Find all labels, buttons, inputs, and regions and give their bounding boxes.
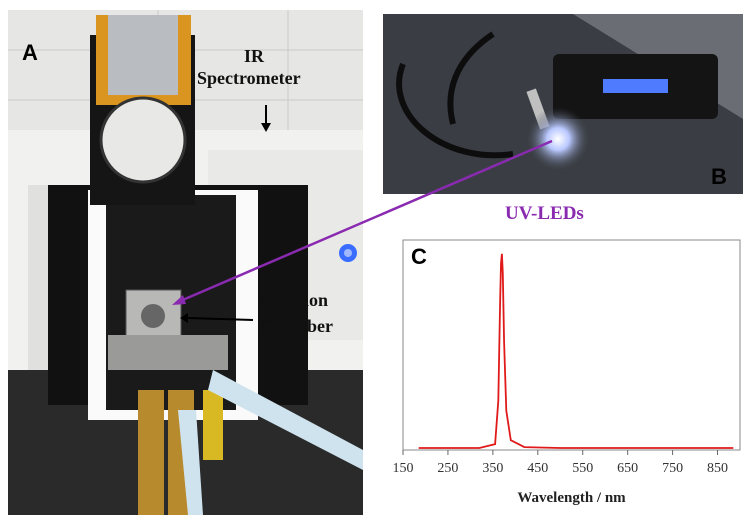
ir-label-line2: Spectrometer (197, 68, 301, 88)
spectrum-line (418, 253, 734, 449)
spectrometer-photo: A IR Spectrometer Reaction Chamber (8, 10, 363, 515)
x-tick-label: 250 (437, 461, 458, 476)
uv-leds-label: UV-LEDs (505, 203, 584, 224)
uv-led-photo: B (383, 14, 743, 194)
plot-frame (402, 239, 741, 451)
x-axis-label: Wavelength / nm (517, 490, 626, 506)
spectrum-chart: 150 250 350 450 550 650 750 850 Wavelength / nm (393, 239, 741, 506)
ir-label-line1: IR (244, 46, 265, 66)
x-tick-label: 150 (393, 461, 414, 476)
x-tick-label: 550 (572, 461, 593, 476)
x-ticks: 150 250 350 450 550 650 750 850 (393, 450, 728, 476)
x-tick-label: 350 (482, 461, 503, 476)
chamber-label-line2: Chamber (260, 316, 333, 336)
x-tick-label: 650 (617, 461, 638, 476)
uv-led-illustration (383, 14, 743, 194)
panel-a-letter: A (22, 40, 38, 65)
panel-c-letter: C (411, 244, 427, 269)
chamber-label-line1: Reaction (260, 290, 328, 310)
x-tick-label: 850 (707, 461, 728, 476)
panel-b-letter: B (711, 164, 727, 189)
x-tick-label: 450 (527, 461, 548, 476)
spectrometer-illustration (8, 10, 363, 515)
x-tick-label: 750 (662, 461, 683, 476)
emission-spectrum-panel: 150 250 350 450 550 650 750 850 Wavelength / nm… (373, 228, 750, 515)
